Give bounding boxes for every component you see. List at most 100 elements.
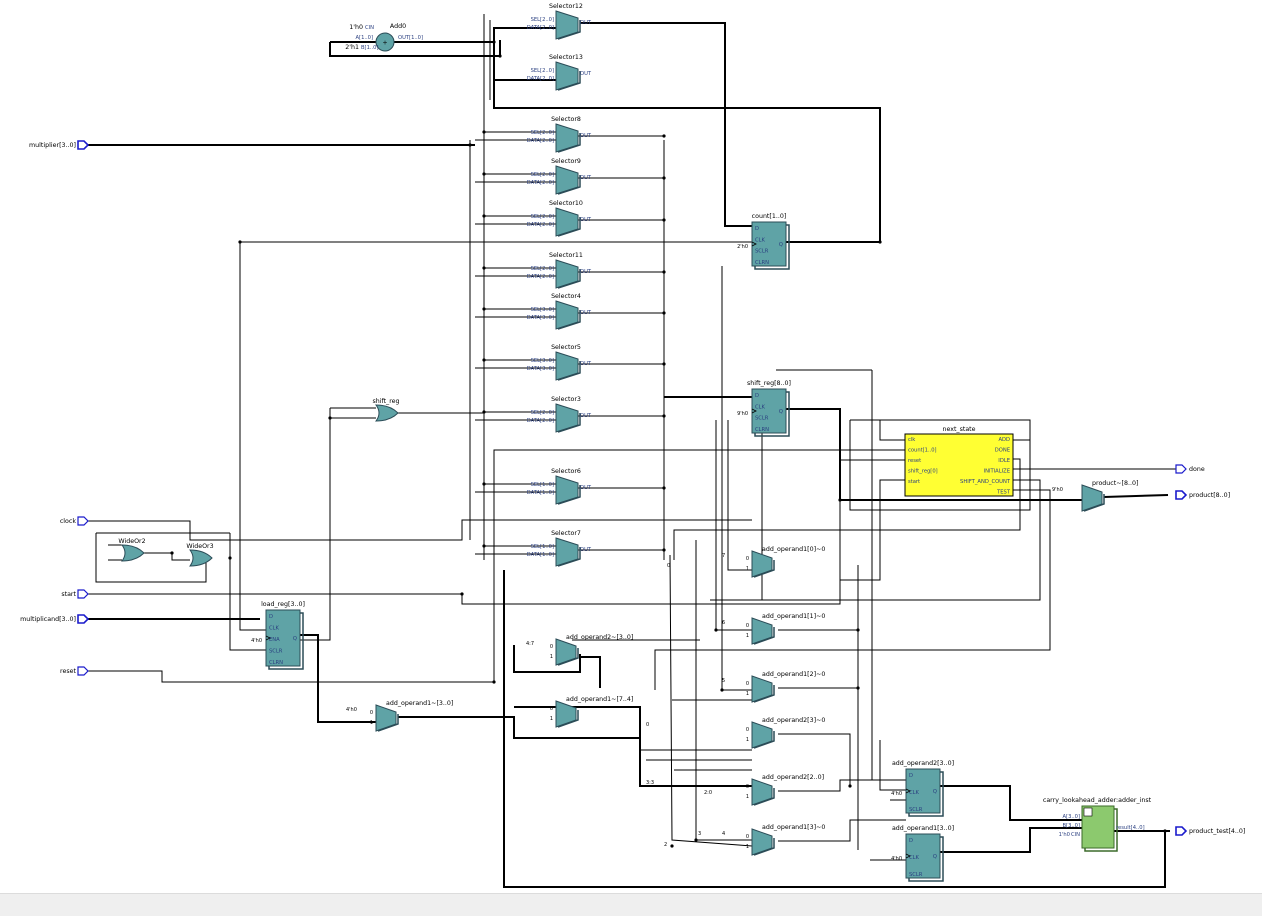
mux-const-labels: 003:332 bbox=[646, 563, 701, 848]
mux-in1: 1 bbox=[746, 794, 749, 800]
gate-shiftreg_or[interactable]: shift_reg bbox=[372, 398, 400, 422]
mux-m_prod[interactable]: product~[8..0]9'h0 bbox=[1052, 480, 1138, 512]
block-name: add_operand2[2..0] bbox=[762, 774, 824, 781]
mux-icon bbox=[375, 704, 397, 732]
const-value: 2'h1 bbox=[345, 44, 359, 51]
block-name: Add0 bbox=[390, 23, 406, 30]
port-arrow-icon bbox=[77, 589, 89, 599]
rtl-schematic[interactable]: multiplier[3..0] clock start multiplicand[3… bbox=[0, 0, 1262, 893]
output-port-product[interactable]: product[8..0] bbox=[1175, 490, 1230, 500]
input-port-reset[interactable]: reset bbox=[60, 666, 89, 676]
junction-dot bbox=[228, 556, 232, 560]
register-body bbox=[751, 388, 787, 434]
mux-in0: 0 bbox=[746, 784, 749, 790]
port-label: clock bbox=[60, 518, 77, 525]
pin-label: reset bbox=[908, 458, 921, 464]
output-port-done[interactable]: done bbox=[1175, 464, 1205, 474]
clock-pin-icon bbox=[751, 241, 757, 247]
selector-mux-icon bbox=[555, 475, 579, 505]
mux-m_a1t[interactable]: add_operand1~[3..0]014'h0 bbox=[346, 700, 453, 732]
input-port-multiplicand[interactable]: multiplicand[3..0] bbox=[20, 614, 90, 624]
block-shadow bbox=[557, 20, 581, 40]
port-arrow-icon bbox=[1175, 464, 1187, 474]
input-port-clock[interactable]: clock bbox=[60, 516, 89, 526]
const-bits: 3:3 bbox=[646, 780, 654, 786]
block-shadow bbox=[557, 710, 579, 728]
wire bbox=[778, 779, 906, 792]
mux-m_a2a[interactable]: add_operand2~[3..0]014:7 bbox=[526, 634, 633, 666]
pin-data: DATA[2..0] bbox=[527, 138, 554, 144]
selector-mux-icon bbox=[555, 300, 579, 330]
gate-wideor2[interactable]: WideOr2 bbox=[118, 538, 146, 562]
block-name: shift_reg[8..0] bbox=[747, 380, 791, 387]
selector-mux-icon bbox=[555, 61, 579, 91]
register-body bbox=[905, 833, 941, 879]
pin-out: OUT bbox=[580, 269, 592, 275]
input-port-start[interactable]: start bbox=[61, 589, 89, 599]
mux-in0: 0 bbox=[370, 710, 373, 716]
junction-dot bbox=[482, 544, 486, 548]
state-machine-next-state[interactable]: next_stateclkcount[1..0]resetshift_reg[0… bbox=[904, 426, 1014, 497]
mux-icon bbox=[1081, 484, 1103, 512]
selector-mux-icon bbox=[555, 403, 579, 433]
wire bbox=[879, 740, 906, 791]
pin-sel: SEL[2..0] bbox=[531, 410, 554, 416]
selector-mux-icon bbox=[555, 259, 579, 289]
schematic-viewer[interactable]: multiplier[3..0] clock start multiplicand[3… bbox=[0, 0, 1262, 893]
bus-wire bbox=[300, 634, 376, 723]
block-name: Selector9 bbox=[551, 158, 581, 165]
mux-icon bbox=[751, 721, 773, 749]
output-port-product_test[interactable]: product_test[4..0] bbox=[1175, 826, 1245, 836]
mux-m_a23[interactable]: add_operand2[3]~001 bbox=[746, 717, 826, 749]
bus-wire bbox=[580, 22, 752, 227]
junction-dot bbox=[238, 240, 242, 244]
block-name: add_operand1[1]~0 bbox=[762, 613, 825, 620]
wire bbox=[673, 458, 1021, 560]
block-name: add_operand2[3]~0 bbox=[762, 717, 825, 724]
wire bbox=[292, 408, 331, 641]
junction-dot bbox=[498, 54, 502, 58]
mux-m_a22[interactable]: add_operand2[2..0]012:0 bbox=[704, 774, 824, 806]
const-value: 9'h0 bbox=[1052, 487, 1063, 493]
or-gate-icon bbox=[189, 549, 213, 567]
mux-icon bbox=[751, 617, 773, 645]
port-label: start bbox=[61, 591, 76, 598]
pin-label: B[1..0] bbox=[361, 45, 379, 51]
pin-label: B[3..0] bbox=[1062, 823, 1080, 829]
junction-dot bbox=[694, 838, 698, 842]
block-name: load_reg[3..0] bbox=[261, 601, 305, 608]
port-arrow-icon bbox=[1175, 826, 1188, 836]
port-arrow-icon bbox=[1175, 490, 1188, 500]
mux-m_a2b[interactable]: add_operand1~[7..4]01 bbox=[550, 696, 634, 728]
carry-lookahead-adder[interactable]: carry_lookahead_adder:adder_instA[3..0]B… bbox=[1043, 797, 1152, 852]
pin-data: DATA[1..0] bbox=[527, 552, 554, 558]
pin-label: CIN bbox=[365, 25, 374, 31]
block-name: add_operand1[0]~0 bbox=[762, 546, 825, 553]
pin-label: clk bbox=[908, 437, 915, 443]
mux-in0: 0 bbox=[550, 706, 553, 712]
input-port-multiplier[interactable]: multiplier[3..0] bbox=[29, 140, 90, 150]
wire bbox=[654, 489, 1051, 690]
gate-wideor3[interactable]: WideOr3 bbox=[186, 543, 214, 567]
